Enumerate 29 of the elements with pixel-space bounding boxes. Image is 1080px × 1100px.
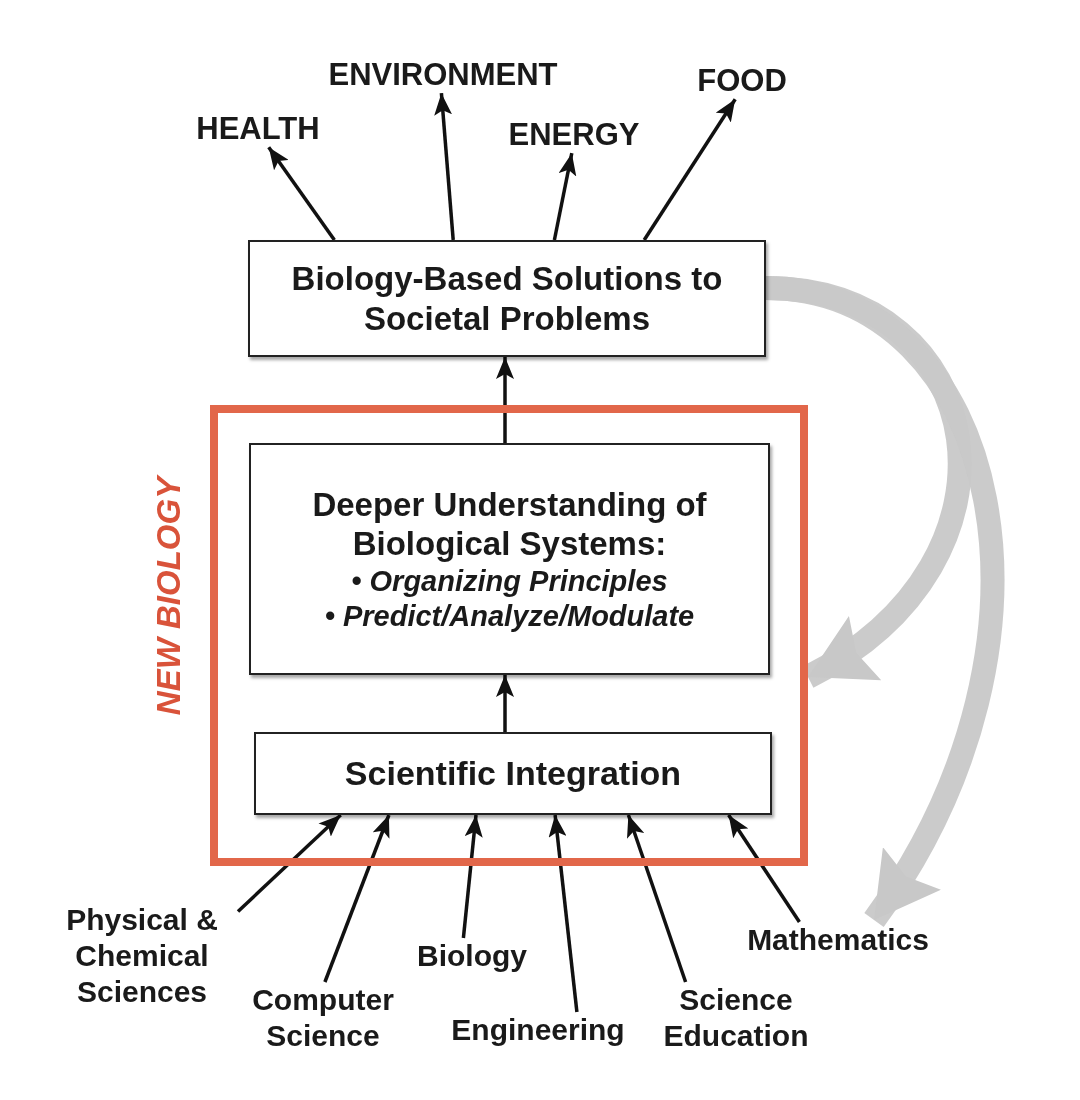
arrow [236, 813, 342, 913]
arrow [642, 98, 737, 241]
topic-label: FOOD [684, 62, 800, 100]
arrow [727, 814, 801, 923]
arrow [626, 814, 688, 983]
topic-label: ENERGY [492, 116, 656, 154]
arrow [267, 146, 336, 241]
arrow [496, 675, 514, 732]
process-box [248, 240, 766, 357]
bullet-item: • Predict/Analyze/Modulate [324, 598, 695, 634]
process-box [254, 732, 772, 815]
topic-label: Engineering [430, 1012, 646, 1048]
arrow [496, 357, 514, 443]
box-label: Deeper Understanding of Biological Systems: [311, 484, 708, 564]
topic-label: ENVIRONMENT [303, 56, 583, 94]
arrow [323, 814, 391, 983]
box-label: Scientific Integration [344, 753, 682, 794]
box-label: Biology-Based Solutions to Societal Problems [290, 258, 724, 339]
topic-label: HEALTH [180, 110, 336, 148]
bullet-item: • Organizing Principles [351, 563, 668, 599]
group-title: NEW BIOLOGY [150, 476, 189, 715]
arrow [461, 814, 483, 939]
arrow [548, 814, 579, 1013]
process-box [249, 443, 770, 675]
topic-label: Science Education [644, 982, 828, 1054]
arrow [434, 93, 455, 241]
topic-label: Mathematics [724, 922, 952, 958]
arrow [552, 152, 577, 241]
topic-label: Biology [402, 938, 542, 974]
